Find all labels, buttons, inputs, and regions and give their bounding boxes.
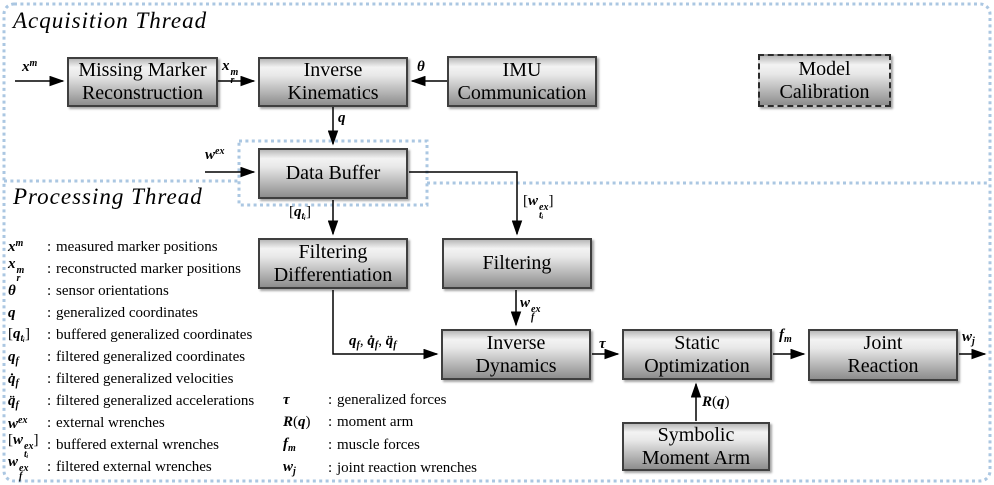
node-label: Filtering [482, 252, 552, 274]
legend-item: τ:generalized forces [283, 391, 447, 408]
node-label: Filtering [298, 240, 368, 263]
legend-symbol: θ [8, 282, 16, 299]
node-joint-reaction: Joint Reaction [808, 329, 958, 381]
legend-desc: buffered generalized coordinates [56, 326, 253, 343]
node-static-optimization: Static Optimization [622, 329, 772, 380]
legend-desc: generalized coordinates [56, 304, 199, 321]
legend-item: fm:muscle forces [283, 436, 420, 455]
legend-symbol: q̈f [8, 392, 19, 411]
arrow-databuffer-to-filtering [409, 171, 523, 236]
legend-item: xm:measured marker positions [8, 238, 218, 256]
node-label: Model [798, 57, 851, 80]
edge-label-qf-set: qf, q̇f, q̈f [349, 333, 397, 351]
legend-symbol: R(q) [283, 414, 311, 431]
edge-label-wex: wex [205, 146, 225, 163]
node-filtering-differentiation: Filtering Differentiation [258, 238, 408, 289]
legend-desc: generalized forces [337, 391, 447, 408]
node-imu-communication: IMU Communication [447, 56, 597, 107]
node-missing-marker-reconstruction: Missing Marker Reconstruction [67, 57, 218, 107]
edge-label-fm: fm [779, 327, 792, 345]
legend-symbol: q [8, 304, 16, 321]
legend-item: q̈f:filtered generalized accelerations [8, 392, 255, 411]
node-label: Inverse [486, 331, 546, 354]
node-inverse-kinematics: Inverse Kinematics [258, 57, 408, 107]
legend-symbol: wex [8, 414, 28, 432]
edge-label-q-buffered: [qtᵢ] [289, 204, 311, 222]
edge-label-xm: xm [22, 58, 38, 75]
edge-label-theta: θ [417, 59, 425, 75]
node-label: Static [674, 331, 720, 354]
legend-desc: filtered generalized velocities [56, 371, 234, 388]
edge-label-tau: τ [599, 336, 606, 352]
node-label: Symbolic [657, 423, 735, 446]
legend-desc: sensor orientations [56, 282, 169, 299]
legend-item: θ:sensor orientations [8, 282, 169, 299]
legend-desc: filtered external wrenches [56, 459, 212, 476]
node-label: Optimization [644, 354, 750, 377]
node-label: Dynamics [475, 354, 557, 377]
legend-symbol: [qtᵢ] [8, 326, 30, 345]
edge-label-wj: wj [962, 329, 975, 347]
node-data-buffer: Data Buffer [258, 148, 408, 199]
node-inverse-dynamics: Inverse Dynamics [441, 329, 591, 380]
legend-symbol: q̇f [8, 370, 19, 389]
legend-item: qf:filtered generalized coordinates [8, 348, 246, 367]
node-label: Calibration [779, 80, 870, 103]
legend-desc: joint reaction wrenches [337, 459, 477, 476]
legend-desc: moment arm [337, 414, 414, 431]
legend-item: wj:joint reaction wrenches [283, 459, 477, 478]
edge-label-q: q [338, 110, 346, 126]
node-label: Reaction [847, 355, 919, 377]
node-model-calibration: Model Calibration [758, 54, 891, 107]
node-filtering: Filtering [442, 238, 592, 289]
legend-symbol: fm [283, 436, 296, 455]
node-label: Data Buffer [285, 162, 381, 184]
legend-desc: filtered generalized accelerations [56, 393, 255, 410]
node-label: Communication [457, 81, 587, 104]
legend-symbol: xm [8, 238, 24, 256]
edge-label-Rq: R(q) [702, 394, 730, 410]
node-label: Joint [863, 332, 903, 354]
processing-thread-title: Processing Thread [13, 184, 203, 209]
legend-desc: reconstructed marker positions [56, 260, 241, 277]
legend-desc: muscle forces [337, 436, 420, 453]
legend-item: q̇f:filtered generalized velocities [8, 370, 234, 389]
node-label: Inverse [303, 59, 363, 81]
legend-desc: external wrenches [56, 415, 165, 432]
legend-desc: filtered generalized coordinates [56, 349, 246, 366]
legend-desc: measured marker positions [56, 238, 218, 255]
legend-item: [qtᵢ]:buffered generalized coordinates [8, 326, 253, 345]
legend-item: R(q):moment arm [283, 414, 414, 431]
arrow-filtdiff-to-invdyn [332, 290, 439, 360]
legend-right-column: τ:generalized forces R(q):moment arm fm:… [283, 389, 477, 479]
node-label: Differentiation [273, 263, 393, 286]
legend-symbol: wj [283, 459, 296, 478]
node-label: IMU [502, 58, 542, 81]
node-label: Reconstruction [81, 82, 204, 104]
node-symbolic-moment-arm: Symbolic Moment Arm [622, 422, 770, 471]
acquisition-thread-title: Acquisition Thread [13, 8, 208, 33]
legend-item: q:generalized coordinates [8, 304, 199, 321]
legend-symbol: τ [283, 391, 290, 408]
legend-desc: buffered external wrenches [56, 437, 219, 454]
legend-symbol: qf [8, 348, 19, 367]
legend-item: wex:external wrenches [8, 414, 165, 432]
node-label: Moment Arm [641, 446, 751, 469]
node-label: Kinematics [287, 82, 379, 104]
node-label: Missing Marker [78, 59, 207, 81]
